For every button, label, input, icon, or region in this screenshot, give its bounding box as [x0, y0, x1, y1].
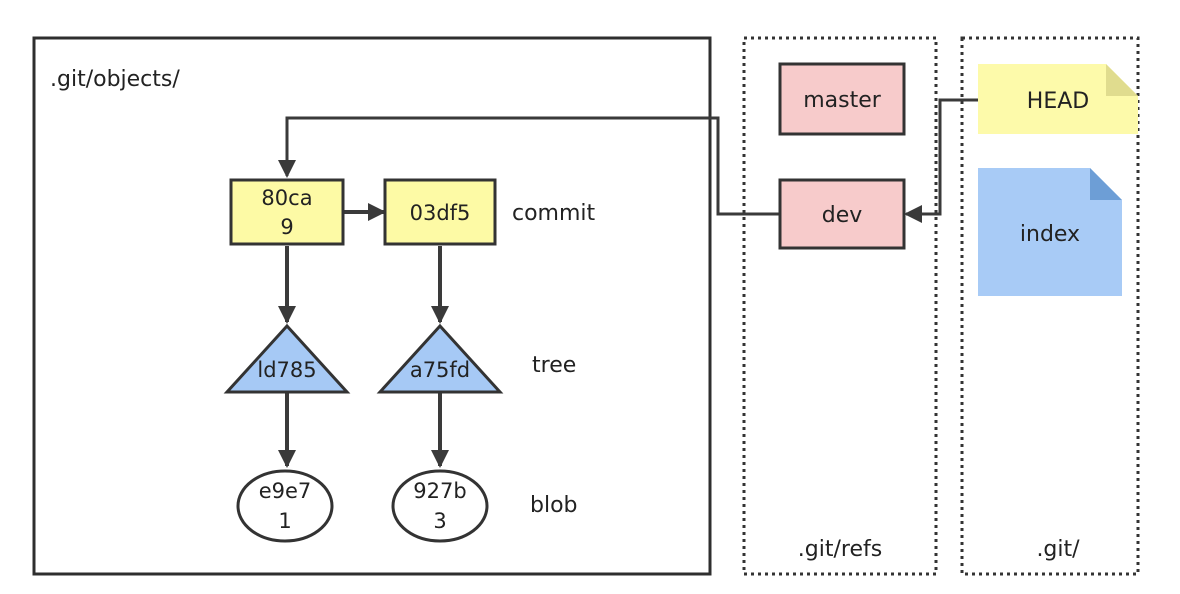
index-file: index — [978, 168, 1122, 296]
commit-node-1: 80ca 9 — [229, 178, 345, 246]
ref-master-label: master — [803, 88, 882, 113]
blob-node-1: e9e7 1 — [236, 469, 334, 543]
blob-row-label: blob — [530, 493, 578, 518]
blob-node-2: 927b 3 — [391, 469, 489, 543]
git-container — [960, 36, 1140, 576]
ref-dev: dev — [778, 178, 906, 250]
objects-container-label: .git/objects/ — [50, 67, 180, 92]
commit-row-label: commit — [512, 201, 596, 226]
blob-1-hash-line1: e9e7 — [259, 479, 312, 503]
dev-to-commit-arrow — [278, 116, 780, 216]
ref-master: master — [778, 62, 906, 136]
head-file-label: HEAD — [1027, 89, 1089, 114]
git-container-label: .git/ — [1036, 537, 1080, 562]
head-file-fold — [1106, 64, 1138, 96]
refs-container-label: .git/refs — [798, 537, 882, 562]
blob-2-hash-line2: 3 — [433, 509, 446, 533]
ref-dev-label: dev — [822, 203, 863, 228]
head-to-dev-arrow — [904, 98, 978, 223]
index-file-fold — [1090, 168, 1122, 200]
commit-1-hash-line2: 9 — [280, 215, 293, 239]
tree-node-2: a75fd — [376, 323, 504, 394]
index-file-label: index — [1020, 222, 1080, 247]
blob-1-hash-line2: 1 — [278, 509, 291, 533]
commit-1-hash-line1: 80ca — [261, 186, 312, 210]
head-file: HEAD — [978, 64, 1138, 134]
commit-node-2: 03df5 — [383, 178, 497, 246]
blob-2-hash-line1: 927b — [413, 479, 466, 503]
tree-2-hash: a75fd — [410, 358, 470, 382]
tree-row-label: tree — [532, 353, 576, 378]
tree-1-hash: ld785 — [257, 358, 316, 382]
tree-node-1: ld785 — [223, 323, 351, 394]
commit-2-hash: 03df5 — [410, 201, 471, 225]
objects-container — [32, 36, 712, 576]
